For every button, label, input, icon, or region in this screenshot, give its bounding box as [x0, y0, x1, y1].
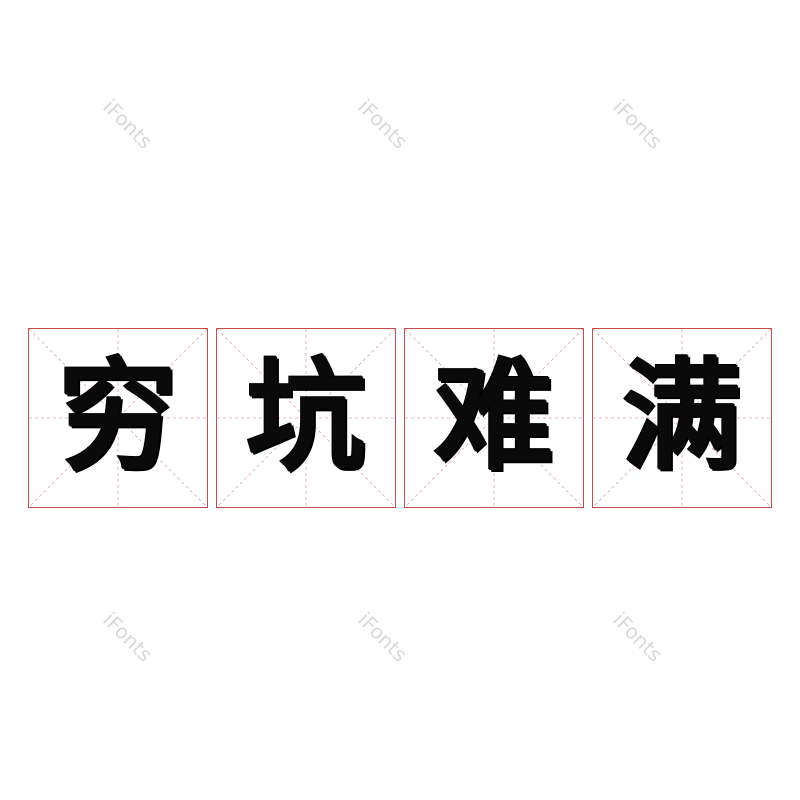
glyph-character: 满 [622, 348, 742, 487]
glyph-character: 穷 [58, 348, 178, 487]
glyph-character: 难 [434, 348, 554, 487]
character-tile: 坑 [216, 328, 396, 508]
ifonts-watermark: iFonts [98, 607, 158, 667]
ifonts-watermark: iFonts [353, 607, 413, 667]
ifonts-watermark: iFonts [608, 607, 668, 667]
character-tile-row: 穷 坑 难 满 [28, 328, 774, 510]
ifonts-watermark: iFonts [98, 94, 158, 154]
character-tile: 难 [404, 328, 584, 508]
glyph-character: 坑 [246, 348, 366, 487]
ifonts-watermark: iFonts [353, 94, 413, 154]
ifonts-watermark: iFonts [608, 94, 668, 154]
character-tile: 穷 [28, 328, 208, 508]
character-tile: 满 [592, 328, 772, 508]
